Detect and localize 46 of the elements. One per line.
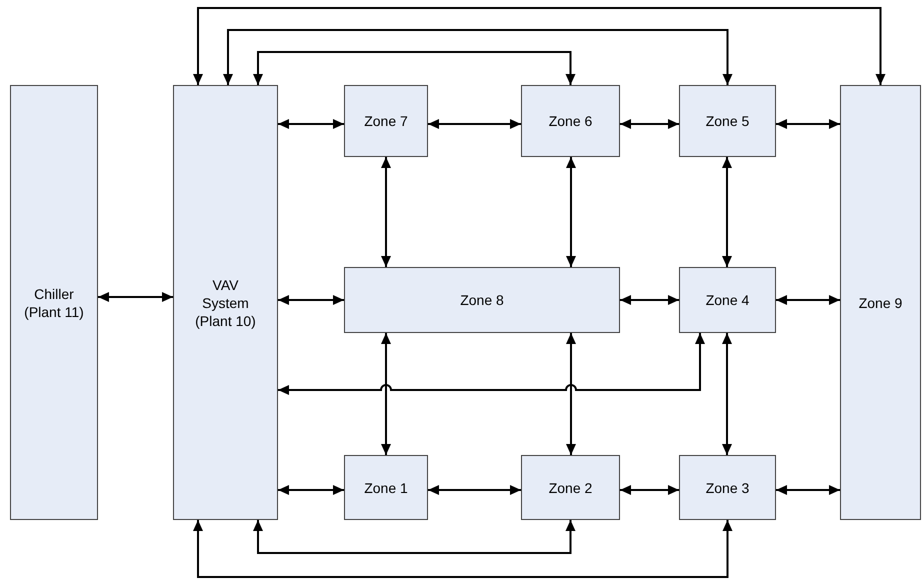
connector-arrow (620, 119, 679, 129)
zone-box (679, 455, 776, 520)
connector-arrow (193, 7, 886, 85)
connector-arrow (566, 157, 576, 267)
zone-box (521, 455, 620, 520)
connector-arrow (776, 119, 840, 129)
connector-arrow (278, 485, 344, 495)
connector-arrow (223, 29, 732, 85)
box-label: VAV System (Plant 10) (194, 276, 257, 330)
connector-arrow (253, 51, 576, 85)
connector-arrow (620, 295, 679, 305)
zone-box (521, 85, 620, 157)
connector-arrow (722, 157, 732, 267)
zone-box (344, 267, 620, 333)
connector-arrow (566, 333, 576, 455)
zone-box (344, 455, 428, 520)
connector-arrow (776, 295, 840, 305)
connector-arrow (620, 485, 679, 495)
box-label: Zone 4 (706, 291, 750, 309)
box-label: Zone 7 (364, 112, 408, 130)
box-label: Zone 8 (460, 291, 504, 309)
connector-arrow (278, 333, 705, 395)
box-label: Chiller (Plant 11) (23, 284, 85, 320)
box-label: Zone 1 (364, 478, 408, 496)
zone-box (840, 85, 921, 520)
connector-arrow (381, 333, 391, 455)
connector-arrow (722, 333, 732, 455)
zone-box (344, 85, 428, 157)
connector-arrow (253, 520, 576, 554)
zone-box (679, 85, 776, 157)
connector-arrow (278, 119, 344, 129)
box-label: Zone 5 (706, 112, 750, 130)
zone-box (679, 267, 776, 333)
connector-arrow (98, 292, 173, 302)
connector-arrow (278, 295, 344, 305)
zone-box (10, 85, 98, 520)
connector-arrow (428, 119, 521, 129)
connector-arrow (381, 157, 391, 267)
box-label: Zone 2 (548, 478, 592, 496)
zone-box (173, 85, 278, 520)
connector-arrow (428, 485, 521, 495)
box-label: Zone 6 (548, 112, 592, 130)
box-label: Zone 3 (706, 478, 750, 496)
connector-arrow (193, 520, 732, 578)
connector-arrow (776, 485, 840, 495)
box-label: Zone 9 (858, 294, 902, 312)
